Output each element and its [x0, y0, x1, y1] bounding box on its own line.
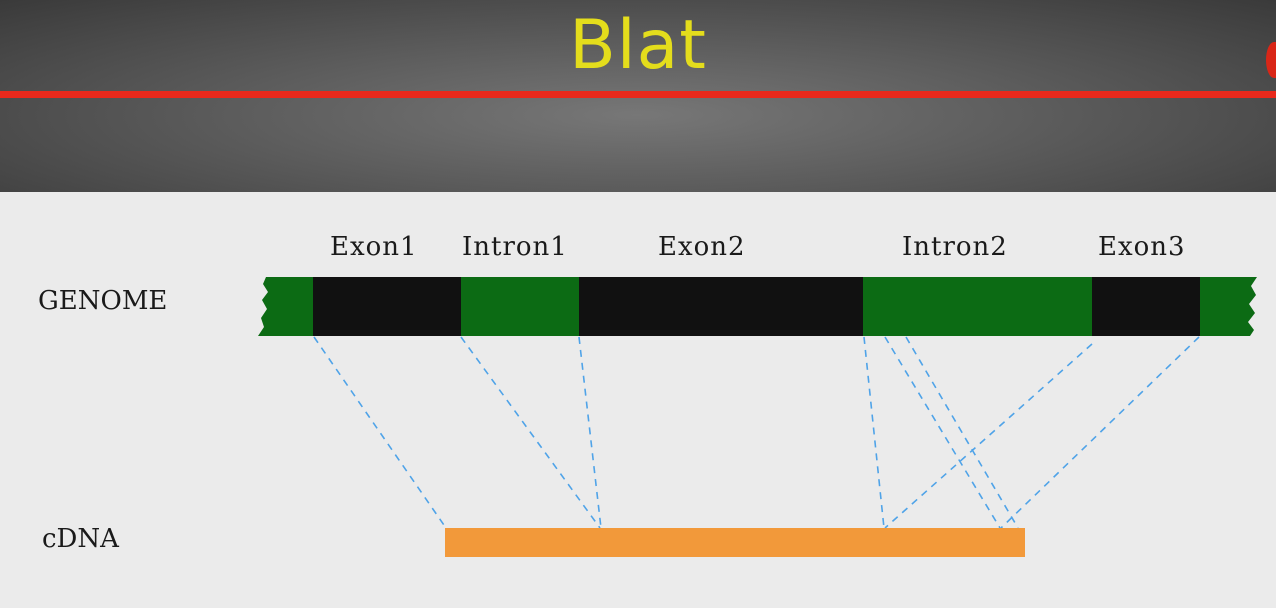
alignment-line — [313, 336, 447, 529]
segment-label-intron2: Intron2 — [902, 232, 1008, 262]
genome-block-exon1 — [313, 277, 461, 336]
alignment-line — [578, 336, 602, 529]
header-divider — [0, 91, 1276, 98]
cdna-bar — [445, 528, 1025, 557]
segment-label-exon1: Exon1 — [330, 232, 418, 262]
genome-bar — [258, 277, 1257, 336]
alignment-lines — [313, 336, 1200, 529]
genome-left-flank — [258, 277, 313, 336]
segment-label-exon2: Exon2 — [658, 232, 746, 262]
alignment-line — [884, 336, 1001, 529]
alignment-line — [905, 336, 1019, 529]
genome-block-intron2 — [863, 277, 1092, 336]
alignment-line — [460, 336, 601, 529]
slide-header: Blat — [0, 0, 1276, 192]
genome-label: GENOME — [38, 286, 168, 316]
alignment-line — [884, 343, 1093, 529]
genome-block-exon2 — [579, 277, 863, 336]
cdna-label: cDNA — [42, 524, 119, 554]
segment-label-intron1: Intron1 — [462, 232, 568, 262]
genome-block-exon3 — [1092, 277, 1200, 336]
alignment-line — [863, 336, 885, 529]
genome-right-flank — [1200, 277, 1257, 336]
corner-logo-icon — [1266, 42, 1276, 78]
slide-title: Blat — [569, 6, 707, 85]
segment-label-exon3: Exon3 — [1098, 232, 1186, 262]
alignment-line — [1000, 336, 1200, 529]
genome-block-intron1 — [461, 277, 579, 336]
